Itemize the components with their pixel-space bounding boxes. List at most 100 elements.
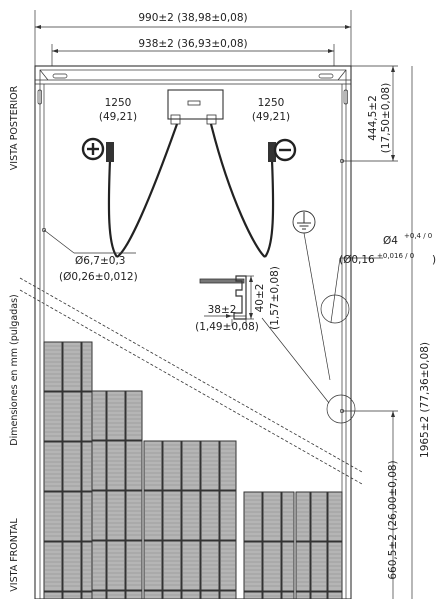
solar-cell xyxy=(106,490,126,541)
solar-cell xyxy=(43,591,63,599)
solar-cell xyxy=(310,491,328,542)
cable-right-length: 1250 xyxy=(258,97,285,109)
width-outer-label: 990±2 (38,98±0,08) xyxy=(138,12,247,24)
solar-cell xyxy=(43,441,63,492)
ground-icon xyxy=(292,210,316,234)
solar-cell xyxy=(62,541,82,592)
solar-cell xyxy=(81,391,93,442)
solar-cell xyxy=(200,490,220,541)
solar-cell xyxy=(295,491,311,542)
solar-cell xyxy=(327,491,343,542)
solar-cell xyxy=(281,491,295,542)
frame-height-label-in: (1,57±0,08) xyxy=(269,266,281,330)
solar-cell xyxy=(43,491,63,542)
solar-cell xyxy=(162,490,182,541)
total-height-label: 1965±2 (77,36±0,08) xyxy=(419,342,431,458)
rear-view-label: VISTA POSTERIOR xyxy=(9,85,20,170)
break-lines xyxy=(19,277,363,485)
units-label: Dimensiones en mm (pulgadas) xyxy=(9,294,20,445)
solar-cell xyxy=(106,540,126,591)
solar-cell xyxy=(91,390,107,441)
cable-left-length: 1250 xyxy=(105,97,132,109)
junction-box xyxy=(167,89,224,125)
hole-icon xyxy=(41,227,47,233)
width-inner-label: 938±2 (36,93±0,08) xyxy=(138,38,247,50)
solar-cell xyxy=(243,591,263,599)
solar-cell xyxy=(310,591,328,599)
frame-detail-icon xyxy=(326,394,356,424)
solar-cell xyxy=(181,490,201,541)
solar-cell xyxy=(91,540,107,591)
solar-cell xyxy=(181,540,201,591)
ground-hole-diameter: Ø4 xyxy=(383,235,398,247)
solar-cell xyxy=(200,540,220,591)
cable-left-length-in: (49,21) xyxy=(99,111,137,123)
plus-terminal-icon xyxy=(81,137,105,161)
solar-cell xyxy=(162,540,182,591)
solar-cell xyxy=(262,591,282,599)
svg-text:): ) xyxy=(432,254,436,266)
cable-right-length-in: (49,21) xyxy=(252,111,290,123)
solar-cell xyxy=(62,391,82,442)
solar-cell xyxy=(219,540,237,591)
solar-cell xyxy=(81,341,93,392)
solar-cell xyxy=(91,490,107,541)
solar-cell xyxy=(125,440,143,491)
ground-hole-tolerance-in: +0,016 / 0 xyxy=(377,252,414,260)
solar-cell xyxy=(295,541,311,592)
connector-negative-icon xyxy=(268,142,276,162)
solar-cell xyxy=(62,491,82,542)
solar-cell xyxy=(81,591,93,599)
dimension-total-height: 1965±2 (77,36±0,08) xyxy=(411,66,431,599)
dimension-top-to-hole: 444,5±2 (17,50±0,08) xyxy=(342,65,398,162)
solar-cell xyxy=(43,391,63,442)
junction-box-icon xyxy=(167,89,224,120)
solar-cell xyxy=(143,440,163,491)
side-labels: VISTA POSTERIOR Dimensiones en mm (pulga… xyxy=(9,85,20,591)
top-to-hole-label: 444,5±2 xyxy=(367,95,379,141)
connector-positive-icon xyxy=(106,142,114,162)
hole-diameter-label-in: (Ø0,26±0,012) xyxy=(59,271,138,283)
frame-depth-label: 38±2 xyxy=(208,304,237,316)
solar-cell xyxy=(219,440,237,491)
ground-hole-diameter-in: (Ø0,16 xyxy=(339,254,375,266)
ground-hole-detail-icon xyxy=(320,294,350,324)
solar-cells xyxy=(43,341,343,599)
solar-cell xyxy=(106,440,126,491)
mounting-slot-icon xyxy=(37,89,42,105)
mounting-hole-callout: Ø6,7±0,3 (Ø0,26±0,012) xyxy=(43,229,138,283)
mounting-slot-icon xyxy=(343,89,348,105)
solar-cell xyxy=(62,341,82,392)
cables: 1250 (49,21) 1250 (49,21) xyxy=(81,97,297,258)
mounting-slot-icon xyxy=(52,73,68,79)
solar-cell xyxy=(200,440,220,491)
hole-diameter-label: Ø6,7±0,3 xyxy=(75,255,125,267)
top-to-hole-label-in: (17,50±0,08) xyxy=(380,83,392,153)
solar-cell xyxy=(327,591,343,599)
mounting-slot-icon xyxy=(318,73,334,79)
minus-terminal-icon xyxy=(273,138,297,162)
solar-cell xyxy=(81,441,93,492)
frame-profile: 40±2 (1,57±0,08) 38±2 (1,49±0,08) xyxy=(195,266,356,424)
solar-cell xyxy=(43,341,63,392)
solar-cell xyxy=(43,541,63,592)
solar-cell xyxy=(181,440,201,491)
frame-height-label: 40±2 xyxy=(254,284,266,313)
solar-cell xyxy=(281,591,295,599)
solar-cell xyxy=(125,390,143,441)
solar-cell xyxy=(219,490,237,541)
solar-cell xyxy=(243,541,263,592)
dimension-width-inner: 938±2 (36,93±0,08) xyxy=(51,38,335,66)
front-view-label: VISTA FRONTAL xyxy=(9,518,20,592)
solar-cell xyxy=(125,490,143,541)
solar-cell xyxy=(310,541,328,592)
solar-cell xyxy=(327,541,343,592)
dimension-hole-spacing: 660,5±2 (26,00±0,08) xyxy=(342,410,399,599)
solar-cell xyxy=(62,441,82,492)
solar-cell xyxy=(262,541,282,592)
hole-spacing-label: 660,5±2 (26,00±0,08) xyxy=(387,460,399,579)
solar-cell xyxy=(262,491,282,542)
solar-cell xyxy=(243,491,263,542)
solar-cell xyxy=(106,390,126,441)
